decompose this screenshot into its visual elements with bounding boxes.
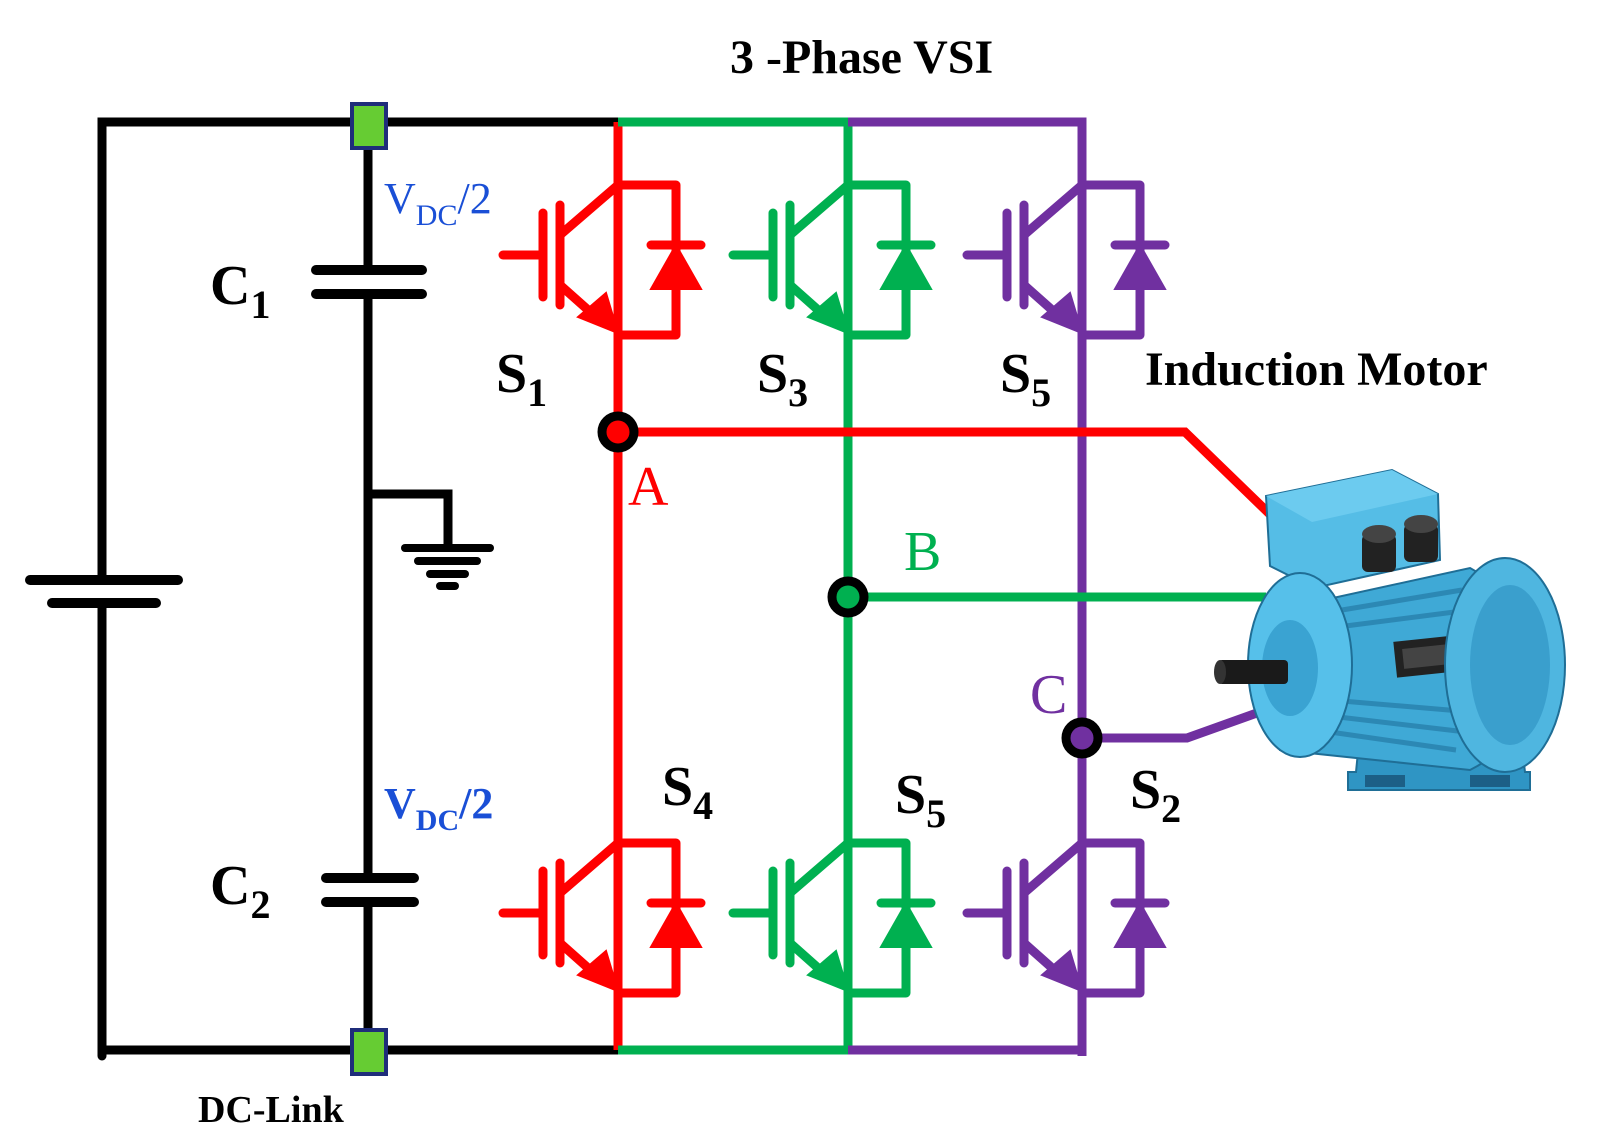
dc-link-node-bottom xyxy=(350,1028,388,1076)
switch-s5-bottom-diode xyxy=(879,900,933,948)
dc-link-label: DC-Link xyxy=(198,1089,345,1131)
switch-s1-emitter-arrow xyxy=(576,291,620,335)
node-c xyxy=(1061,717,1103,759)
switch-s4-diode xyxy=(649,900,703,948)
dc-link-node-top xyxy=(350,102,388,150)
diagram-title: 3 -Phase VSI xyxy=(730,31,993,84)
switch-s5-top-emitter-arrow xyxy=(1040,291,1084,335)
capacitor-c2-symbol xyxy=(321,873,419,907)
switch-s1-diode xyxy=(649,242,703,290)
switch-label-s1: S1 xyxy=(496,343,547,415)
switch-s4-emitter-arrow xyxy=(576,949,620,993)
switch-s5-top-diode xyxy=(1113,242,1167,290)
switch-label-s5-bottom: S5 xyxy=(895,764,946,836)
phase-a-output-wire xyxy=(618,427,1286,530)
switch-label-s3: S3 xyxy=(757,343,808,415)
induction-motor-icon xyxy=(1214,468,1566,791)
phase-a-label: A xyxy=(628,456,669,518)
phase-c-label: C xyxy=(1030,664,1067,726)
phase-c-output-wire xyxy=(1082,699,1284,743)
node-a xyxy=(597,411,639,453)
induction-motor-label: Induction Motor xyxy=(1145,343,1488,396)
switch-s2-diode xyxy=(1113,900,1167,948)
capacitor-c1-symbol xyxy=(311,265,427,299)
ground-icon xyxy=(401,544,494,590)
capacitor-c1-label: C1 xyxy=(210,255,270,327)
switch-s3-emitter-arrow xyxy=(806,291,850,335)
switch-label-s4: S4 xyxy=(662,756,713,828)
switch-label-s5-top: S5 xyxy=(1000,343,1051,415)
dc-voltage-source xyxy=(25,575,183,608)
switch-label-s2: S2 xyxy=(1130,759,1181,831)
switch-s2-emitter-arrow xyxy=(1040,949,1084,993)
switch-s5-bottom-emitter-arrow xyxy=(806,949,850,993)
voltage-label-bottom: VDC/2 xyxy=(384,779,493,837)
phase-b-label: B xyxy=(904,521,941,583)
capacitor-c2-label: C2 xyxy=(210,855,270,927)
voltage-label-top: VDC/2 xyxy=(384,174,492,232)
switch-s3-diode xyxy=(879,242,933,290)
node-b xyxy=(827,576,869,618)
